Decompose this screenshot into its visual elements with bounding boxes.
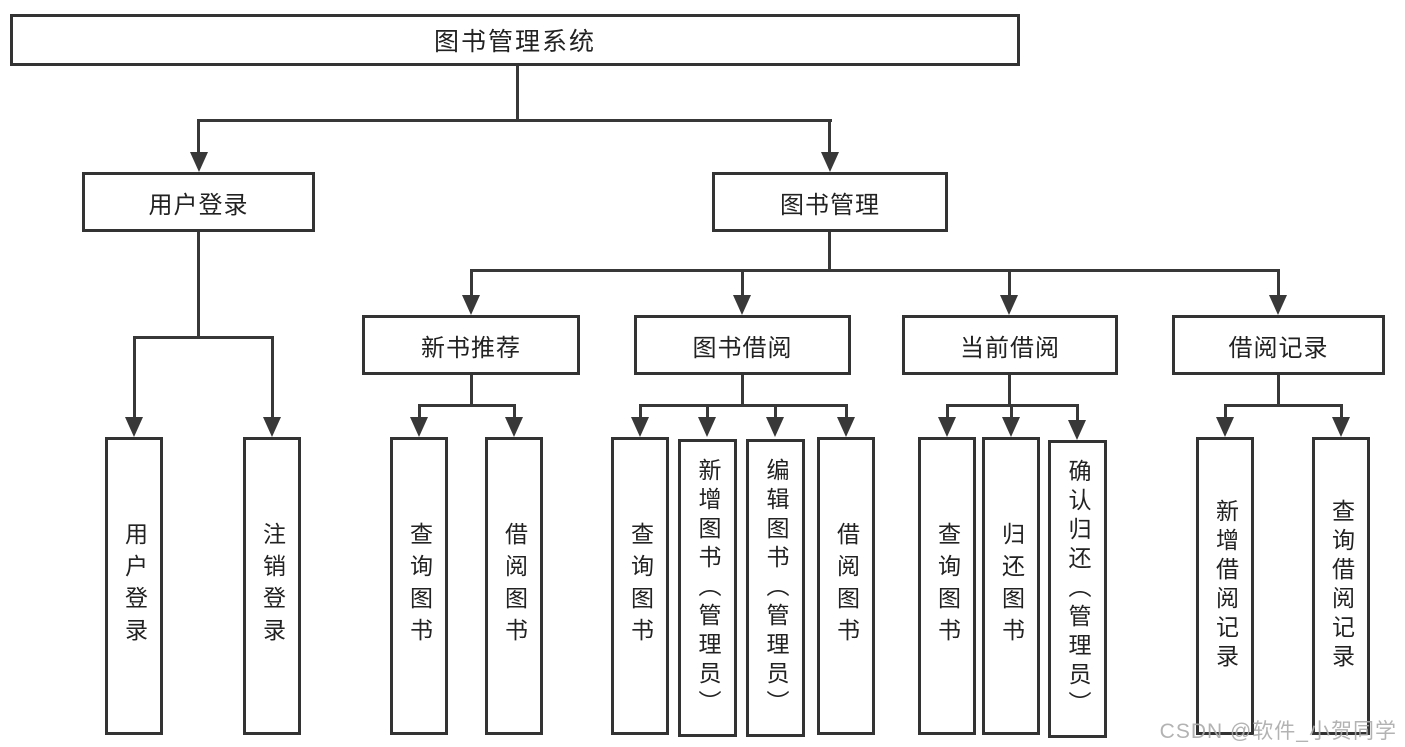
edge-bb-hline [639, 404, 848, 407]
edge-login-down [197, 232, 200, 337]
edge-login-hline [133, 336, 274, 339]
edge-root-stem [516, 66, 519, 120]
node-book-borrowing: 图书借阅 [634, 315, 851, 375]
edge-login-stem [197, 121, 200, 152]
edge-cb-down [1008, 375, 1011, 405]
edge-nb-hline [418, 404, 516, 407]
arrowhead-bb-leaf1-icon [631, 417, 649, 437]
edge-bb-leaf3-stem [774, 406, 777, 417]
arrowhead-cb-leaf3-icon [1068, 420, 1086, 440]
leaf-query-books-borrowing: 查询图书 [611, 437, 669, 735]
arrowhead-l3-2-icon [733, 295, 751, 315]
node-library-management-system: 图书管理系统 [10, 14, 1020, 66]
leaf-query-borrow-record: 查询借阅记录 [1312, 437, 1370, 735]
leaf-query-books-recommend: 查询图书 [390, 437, 448, 735]
edge-bb-leaf4-stem [845, 406, 848, 417]
arrowhead-br-leaf2-icon [1332, 417, 1350, 437]
leaf-borrow-books: 借阅图书 [817, 437, 875, 735]
edge-mgmt-stem [828, 121, 831, 152]
edge-cb-leaf3-stem [1076, 406, 1079, 420]
arrowhead-l3-4-icon [1269, 295, 1287, 315]
leaf-user-login: 用户登录 [105, 437, 163, 735]
node-user-login: 用户登录 [82, 172, 315, 232]
edge-root-hline [197, 119, 832, 122]
arrowhead-bb-leaf3-icon [766, 417, 784, 437]
arrowhead-l3-3-icon [1000, 295, 1018, 315]
arrowhead-login-leaf1-icon [125, 417, 143, 437]
edge-cb-hline [946, 404, 1079, 407]
arrowhead-login-icon [190, 152, 208, 172]
edge-bb-leaf2-stem [706, 406, 709, 417]
arrowhead-nb-leaf1-icon [410, 417, 428, 437]
edge-l3-1-stem [470, 271, 473, 295]
node-book-management: 图书管理 [712, 172, 948, 232]
edge-mgmt-down [828, 232, 831, 270]
arrowhead-mgmt-icon [821, 152, 839, 172]
leaf-borrow-books-recommend: 借阅图书 [485, 437, 543, 735]
leaf-return-books: 归还图书 [982, 437, 1040, 735]
edge-nb-leaf1-stem [418, 406, 421, 417]
edge-nb-down [470, 375, 473, 405]
arrowhead-bb-leaf4-icon [837, 417, 855, 437]
edge-bb-down [741, 375, 744, 405]
edge-br-leaf2-stem [1340, 406, 1343, 417]
edge-br-down [1277, 375, 1280, 405]
edge-nb-leaf2-stem [513, 406, 516, 417]
leaf-edit-books-admin: 编辑图书（管理员） [746, 439, 805, 737]
edge-cb-leaf2-stem [1010, 406, 1013, 417]
edge-br-hline [1224, 404, 1343, 407]
edge-br-leaf1-stem [1224, 406, 1227, 417]
node-current-borrowing: 当前借阅 [902, 315, 1118, 375]
node-borrowing-records: 借阅记录 [1172, 315, 1385, 375]
csdn-watermark: CSDN @软件_小贺同学 [1159, 720, 1397, 743]
arrowhead-br-leaf1-icon [1216, 417, 1234, 437]
edge-bb-leaf1-stem [639, 406, 642, 417]
edge-l3-3-stem [1008, 271, 1011, 295]
arrowhead-cb-leaf2-icon [1002, 417, 1020, 437]
edge-l3-2-stem [741, 271, 744, 295]
arrowhead-nb-leaf2-icon [505, 417, 523, 437]
leaf-add-books-admin: 新增图书（管理员） [678, 439, 737, 737]
leaf-confirm-return-admin: 确认归还（管理员） [1048, 440, 1107, 738]
arrowhead-l3-1-icon [462, 295, 480, 315]
edge-cb-leaf1-stem [946, 406, 949, 417]
arrowhead-login-leaf2-icon [263, 417, 281, 437]
leaf-logout: 注销登录 [243, 437, 301, 735]
edge-l3-4-stem [1277, 271, 1280, 295]
arrowhead-cb-leaf1-icon [938, 417, 956, 437]
leaf-query-books-current: 查询图书 [918, 437, 976, 735]
leaf-add-borrow-record: 新增借阅记录 [1196, 437, 1254, 735]
arrowhead-bb-leaf2-icon [698, 417, 716, 437]
edge-login-leaf1-stem [133, 338, 136, 417]
edge-login-leaf2-stem [271, 338, 274, 417]
edge-mgmt-hline [470, 269, 1280, 272]
node-new-book-recommendation: 新书推荐 [362, 315, 580, 375]
